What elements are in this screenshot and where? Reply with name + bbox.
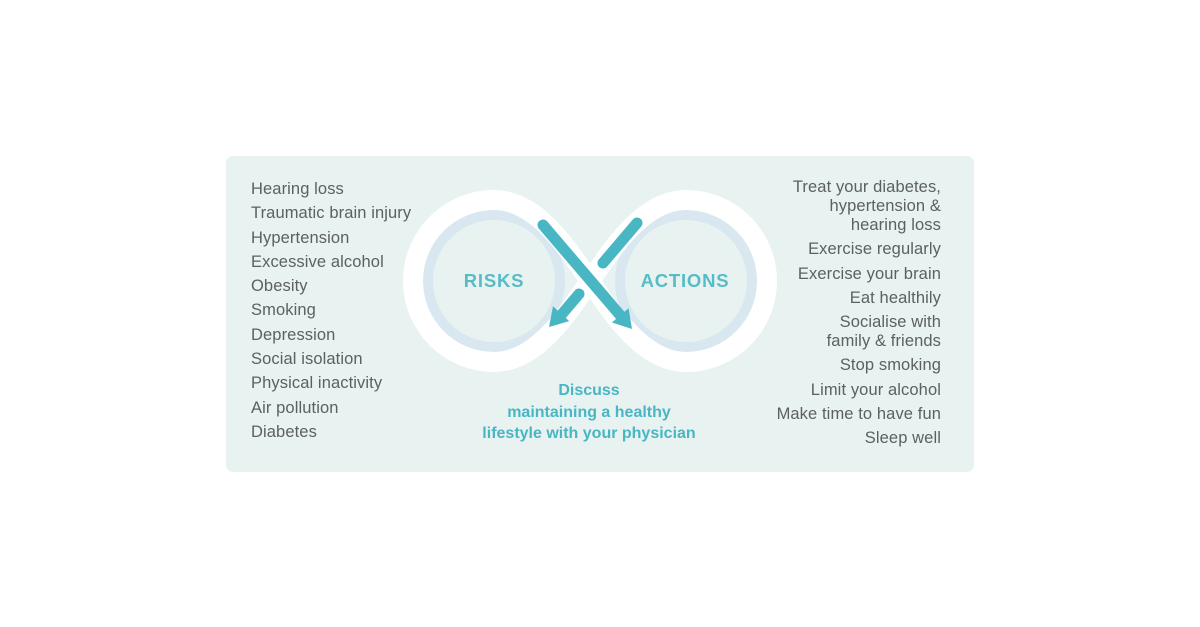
action-list-item: Socialise with family & friends <box>826 313 941 351</box>
advice-line-2: maintaining a healthy <box>507 403 671 421</box>
risk-list-item: Depression <box>251 325 336 344</box>
risk-list-item: Hypertension <box>251 228 350 247</box>
risk-list-item: Hearing loss <box>251 180 344 198</box>
risk-list-item: Traumatic brain injury <box>251 204 412 223</box>
physician-advice-text: Discuss maintaining a healthy lifestyle … <box>429 380 749 445</box>
advice-line-1: Discuss <box>558 382 620 399</box>
risk-list-item: Physical inactivity <box>251 374 383 393</box>
action-list-item: Exercise regularly <box>808 240 941 259</box>
action-list-item: Exercise your brain <box>797 264 941 283</box>
risk-list-item: Diabetes <box>251 422 317 441</box>
risks-actions-cross-arrows-icon <box>537 217 643 329</box>
infinity-diagram <box>402 189 778 373</box>
arrow-down-right-head <box>611 308 632 329</box>
risk-list-item: Air pollution <box>251 398 339 417</box>
risks-loop-inner-ring <box>423 210 565 352</box>
arrow-down-left-head <box>549 306 570 327</box>
risk-list-item: Excessive alcohol <box>251 252 384 271</box>
risk-list-item: Smoking <box>251 301 316 320</box>
action-list-item: Treat your diabetes, hypertension & hear… <box>792 178 941 234</box>
risks-label: RISKS <box>463 270 525 291</box>
action-list-item: Eat healthily <box>849 288 941 307</box>
actions-label: ACTIONS <box>640 270 730 291</box>
action-list-item: Stop smoking <box>839 356 941 375</box>
arrow-down-left-upper-shaft <box>597 217 643 269</box>
risk-list-item: Obesity <box>251 277 308 296</box>
arrow-down-left-lower-shaft <box>556 288 585 320</box>
action-list-item: Make time to have fun <box>776 405 941 424</box>
action-list-item: Sleep well <box>864 429 941 448</box>
advice-line-3: lifestyle with your physician <box>482 425 696 442</box>
risk-list-item: Social isolation <box>251 350 363 369</box>
actions-list: Treat your diabetes, hypertension & hear… <box>691 178 941 454</box>
arrow-down-right-shaft <box>537 219 626 321</box>
actions-loop-inner-ring <box>615 210 757 352</box>
action-list-item: Limit your alcohol <box>810 380 941 399</box>
